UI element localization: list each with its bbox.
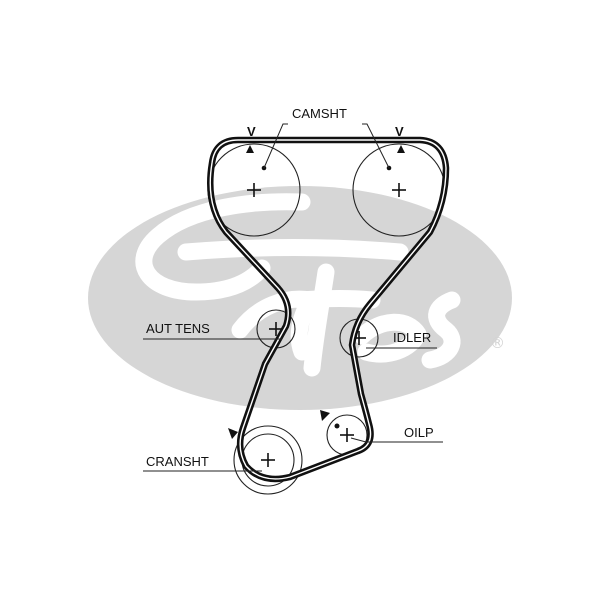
crankshaft-pulley (233, 425, 303, 495)
camsht-leader-right (362, 123, 390, 169)
auto-tensioner-label: AUT TENS (146, 321, 210, 336)
timing-mark-right-label: V (395, 124, 404, 139)
oil-pump-label: OILP (404, 425, 434, 440)
crankshaft-label: CRANSHT (146, 454, 209, 469)
timing-belt (207, 136, 450, 483)
oilp-leader (350, 437, 443, 443)
cam-left-arrow (246, 145, 254, 153)
camsht-leader-left (263, 123, 288, 169)
timing-mark-arrows (228, 145, 405, 439)
crank-arrow (228, 428, 238, 439)
timing-mark-left-label: V (247, 124, 256, 139)
cam-right-arrow (397, 145, 405, 153)
gates-logo-watermark: ® (88, 186, 512, 410)
registered-mark: ® (490, 334, 505, 352)
idler-label: IDLER (393, 330, 431, 345)
camshaft-label: CAMSHT (292, 106, 347, 121)
leader-lines (143, 123, 443, 472)
watermark-lettering (135, 193, 461, 377)
oil-pump-arrow (320, 410, 330, 421)
